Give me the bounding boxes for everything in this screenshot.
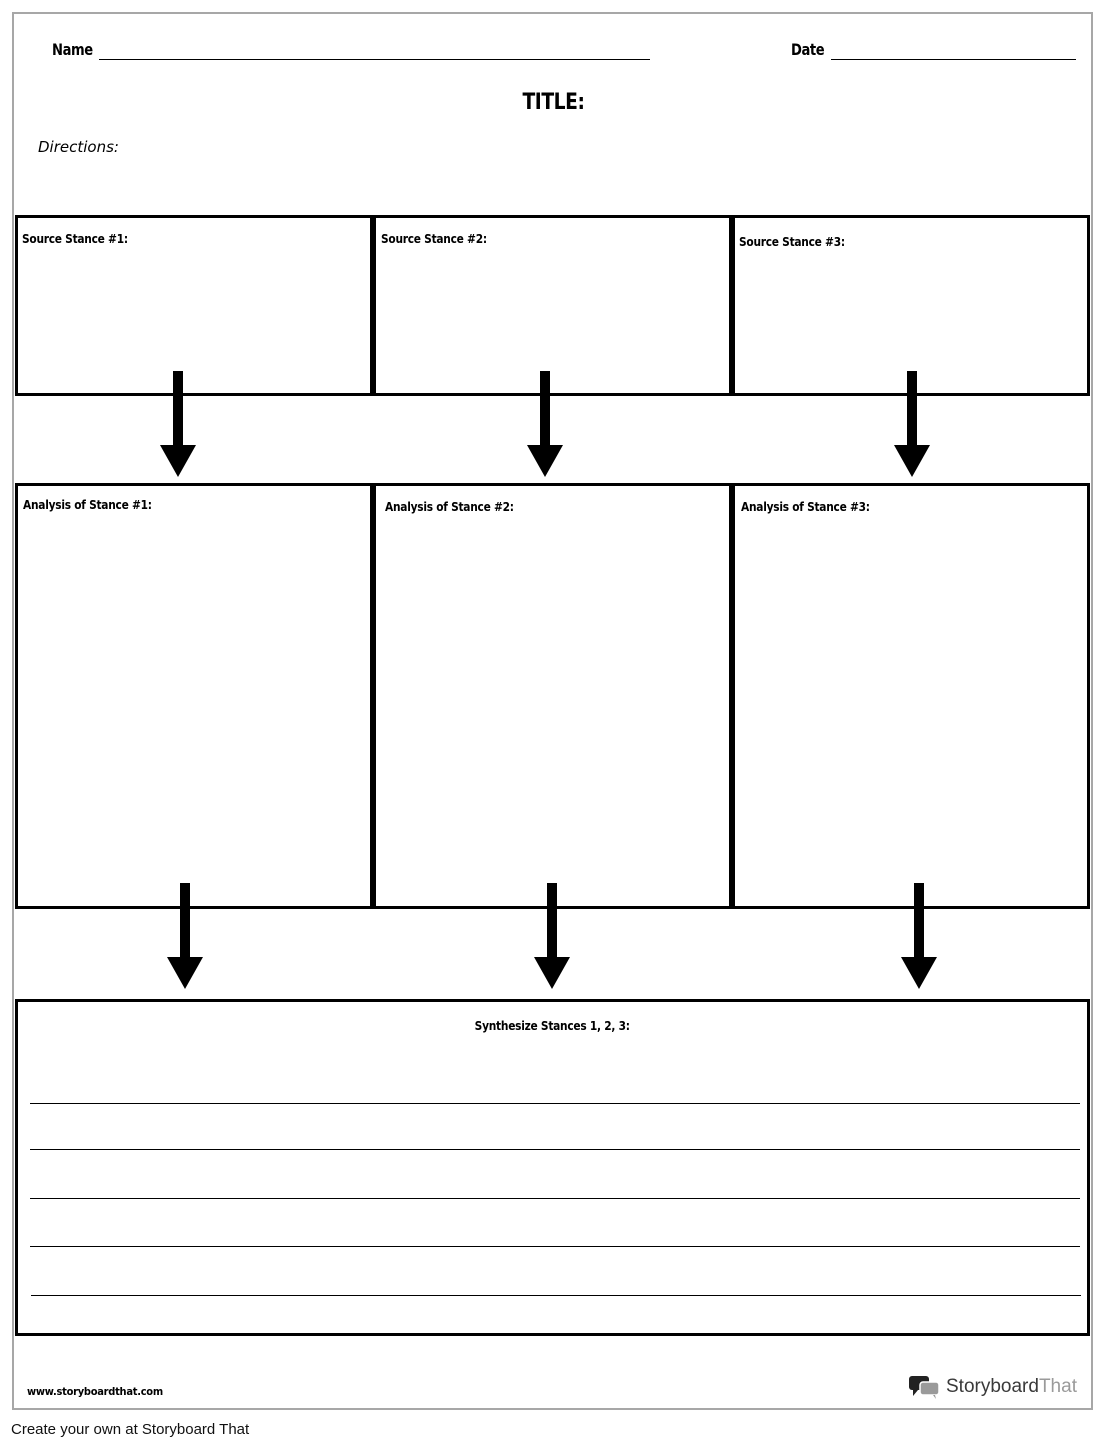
writing-line[interactable] — [30, 1198, 1080, 1199]
source-stance-label-1: Source Stance #1: — [22, 231, 128, 246]
down-arrow-icon — [165, 883, 205, 990]
worksheet-title: TITLE: — [522, 90, 585, 115]
analysis-box-2[interactable]: Analysis of Stance #2: — [373, 483, 732, 909]
down-arrow-icon — [525, 371, 565, 478]
writing-line[interactable] — [30, 1246, 1080, 1247]
writing-line[interactable] — [30, 1149, 1080, 1150]
name-line — [99, 59, 650, 60]
writing-line[interactable] — [30, 1103, 1080, 1104]
directions-label: Directions: — [38, 138, 119, 156]
source-stance-label-2: Source Stance #2: — [381, 231, 487, 246]
down-arrow-icon — [158, 371, 198, 478]
speech-bubbles-icon — [909, 1376, 940, 1399]
date-label: Date — [791, 40, 825, 59]
analysis-label-2: Analysis of Stance #2: — [385, 499, 514, 514]
create-your-own-caption[interactable]: Create your own at Storyboard That — [11, 1421, 250, 1438]
down-arrow-icon — [532, 883, 572, 990]
down-arrow-icon — [892, 371, 932, 478]
date-line — [831, 59, 1076, 60]
down-arrow-icon — [899, 883, 939, 990]
footer-url[interactable]: www.storyboardthat.com — [27, 1385, 163, 1398]
analysis-label-3: Analysis of Stance #3: — [741, 499, 870, 514]
source-stance-box-1[interactable]: Source Stance #1: — [15, 215, 373, 396]
source-stance-box-2[interactable]: Source Stance #2: — [373, 215, 732, 396]
synthesis-label: Synthesize Stances 1, 2, 3: — [474, 1018, 630, 1033]
name-label: Name — [52, 40, 93, 59]
analysis-box-3[interactable]: Analysis of Stance #3: — [732, 483, 1090, 909]
analysis-label-1: Analysis of Stance #1: — [23, 497, 152, 512]
writing-line[interactable] — [31, 1295, 1081, 1296]
synthesis-box[interactable]: Synthesize Stances 1, 2, 3: — [15, 999, 1090, 1336]
logo-wordmark: StoryboardThat — [946, 1376, 1077, 1397]
source-stance-label-3: Source Stance #3: — [739, 234, 845, 249]
source-stance-box-3[interactable]: Source Stance #3: — [732, 215, 1090, 396]
analysis-box-1[interactable]: Analysis of Stance #1: — [15, 483, 373, 909]
storyboardthat-logo[interactable]: StoryboardThat — [908, 1372, 1077, 1402]
